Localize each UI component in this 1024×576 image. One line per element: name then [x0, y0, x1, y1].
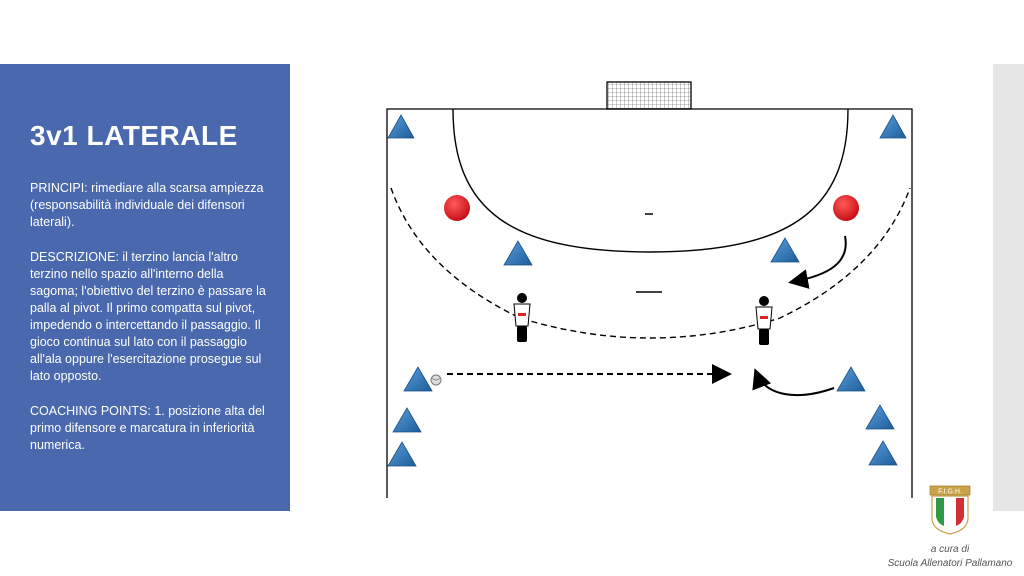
- court-boundary: [386, 108, 913, 498]
- free-throw-line: [390, 187, 911, 339]
- goal-area-line: [452, 108, 849, 253]
- attacker-run-arrow: [752, 368, 835, 397]
- info-panel: 3v1 LATERALE PRINCIPI: rimediare alla sc…: [0, 64, 290, 511]
- defender-move-arrow: [788, 235, 847, 289]
- court-diagram: [386, 81, 913, 498]
- pivot-figure-right: [755, 296, 773, 345]
- descrizione-text: DESCRIZIONE: il terzino lancia l'altro t…: [30, 250, 266, 383]
- attacker-wing-left-1: [392, 407, 422, 433]
- credit-line-1: a cura di: [930, 544, 970, 555]
- defender-left: [444, 195, 470, 221]
- drill-text: PRINCIPI: rimediare alla scarsa ampiezza…: [30, 180, 270, 472]
- goal-icon: [606, 81, 692, 110]
- attacker-wing-right-1: [865, 404, 895, 430]
- figh-logo: F.I.G.H.: [929, 485, 971, 535]
- attacker-backcourt-right: [836, 366, 866, 392]
- slide-title: 3v1 LATERALE: [30, 120, 238, 151]
- attacker-inner-left: [503, 240, 533, 266]
- attacker-wing-right-2: [868, 440, 898, 466]
- principi-text: PRINCIPI: rimediare alla scarsa ampiezza…: [30, 181, 264, 229]
- coaching-points-text: COACHING POINTS: 1. posizione alta del p…: [30, 404, 265, 452]
- attacker-corner-right: [879, 114, 907, 139]
- ball-icon: [430, 374, 442, 386]
- attacker-wing-left-2: [387, 441, 417, 467]
- defender-right: [833, 195, 859, 221]
- attacker-corner-left: [387, 114, 415, 139]
- credit-line-2: Scuola Allenatori Pallamano: [887, 558, 1013, 569]
- credit: a cura di Scuola Allenatori Pallamano: [880, 543, 1020, 571]
- pivot-figure-left: [513, 293, 531, 342]
- svg-text:F.I.G.H.: F.I.G.H.: [938, 489, 962, 496]
- side-bar: [993, 64, 1024, 511]
- attacker-backcourt-left: [403, 366, 433, 392]
- attacker-inner-right: [770, 237, 800, 263]
